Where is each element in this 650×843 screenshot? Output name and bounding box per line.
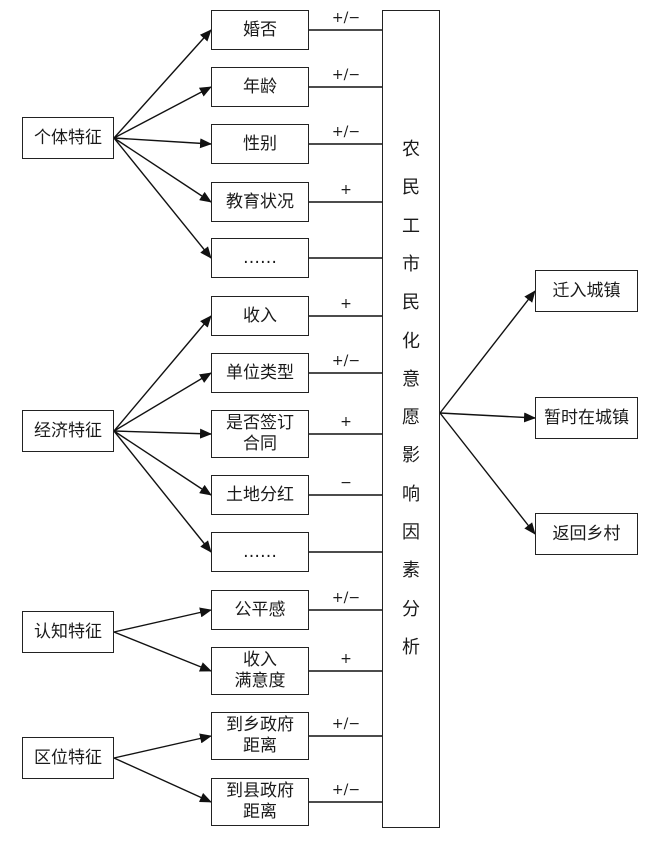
factor-box: 年龄 (211, 67, 309, 107)
factor-box-label: 年龄 (243, 76, 277, 97)
influence-sign: − (340, 475, 352, 491)
influence-sign: +/− (331, 590, 361, 606)
center-label-char: 工 (402, 215, 420, 237)
category-to-factor-arrow (113, 631, 212, 672)
factor-box: 收入 (211, 296, 309, 336)
factor-box: 土地分红 (211, 475, 309, 515)
category-to-factor-arrow (113, 607, 212, 633)
category-box-2: 认知特征 (22, 611, 114, 653)
factor-box-label: …… (243, 247, 277, 268)
center-to-outcome-arrow (439, 412, 536, 535)
center-label-char: 影 (402, 445, 420, 467)
factor-box: 公平感 (211, 590, 309, 630)
influence-sign: +/− (331, 124, 361, 140)
outcome-box-2: 返回乡村 (535, 513, 638, 555)
center-label-char: 素 (402, 560, 420, 582)
outcome-box-0: 迁入城镇 (535, 270, 638, 312)
center-label-char: 析 (402, 636, 420, 658)
influence-sign: + (340, 651, 352, 667)
factor-box-label: 到县政府 距离 (226, 781, 294, 822)
category-box-1-label: 经济特征 (34, 420, 102, 441)
category-to-factor-arrow (113, 137, 212, 259)
factor-box-label: 教育状况 (226, 191, 294, 212)
factor-box-label: 婚否 (243, 19, 277, 40)
factor-box-label: 土地分红 (226, 484, 294, 505)
outcome-box-1: 暂时在城镇 (535, 397, 638, 439)
center-label-char: 响 (402, 483, 420, 505)
center-label-char: 市 (402, 253, 420, 275)
outcome-box-0-label: 迁入城镇 (552, 280, 621, 301)
center-label-char: 农 (402, 139, 420, 160)
factor-box-label: 是否签订 合同 (226, 413, 294, 454)
factor-box-label: 公平感 (234, 599, 286, 620)
category-to-factor-arrow (113, 137, 212, 149)
category-to-factor-arrow (113, 733, 212, 759)
factor-box: 到乡政府 距离 (211, 712, 309, 760)
factor-box: …… (211, 238, 309, 278)
center-analysis-box (382, 10, 440, 828)
category-to-factor-arrow (113, 137, 212, 203)
center-to-outcome-arrow (439, 412, 536, 423)
category-box-1: 经济特征 (22, 410, 114, 452)
factor-box-label: 到乡政府 距离 (226, 715, 294, 756)
category-box-3: 区位特征 (22, 737, 114, 779)
category-to-factor-arrow (113, 315, 212, 432)
center-label-char: 意 (402, 368, 420, 390)
factor-box: 收入 满意度 (211, 647, 309, 695)
category-to-factor-arrow (113, 372, 212, 432)
outcome-box-1-label: 暂时在城镇 (544, 407, 629, 428)
category-to-factor-arrow (113, 430, 212, 496)
category-box-2-label: 认知特征 (34, 621, 102, 642)
outcome-box-2-label: 返回乡村 (552, 523, 621, 544)
category-box-3-label: 区位特征 (34, 747, 102, 768)
category-box-0-label: 个体特征 (34, 127, 102, 148)
factor-box: 到县政府 距离 (211, 778, 309, 826)
factor-box: 教育状况 (211, 182, 309, 222)
center-to-outcome-arrow (439, 290, 536, 414)
center-label-char: 化 (402, 330, 420, 352)
factor-box-label: 收入 (243, 305, 277, 326)
influence-sign: +/− (331, 353, 361, 369)
category-to-factor-arrow (113, 29, 212, 139)
influence-sign: +/− (331, 67, 361, 83)
center-label-char: 愿 (402, 407, 420, 429)
factor-box: 性别 (211, 124, 309, 164)
factor-box-label: 收入 满意度 (234, 650, 286, 691)
factor-box: 婚否 (211, 10, 309, 50)
center-label-char: 分 (402, 598, 420, 620)
factor-box: …… (211, 532, 309, 572)
category-to-factor-arrow (113, 428, 212, 439)
category-to-factor-arrow (113, 757, 212, 803)
center-label-char: 因 (402, 522, 420, 543)
factor-box: 是否签订 合同 (211, 410, 309, 458)
factor-box-label: …… (243, 541, 277, 562)
influence-sign: + (340, 182, 352, 198)
influence-sign: +/− (331, 10, 361, 26)
influence-sign: +/− (331, 716, 361, 732)
center-label-char: 民 (402, 177, 420, 199)
factor-box-label: 单位类型 (226, 362, 294, 383)
factor-box: 单位类型 (211, 353, 309, 393)
category-to-factor-arrow (113, 86, 212, 139)
influence-sign: + (340, 414, 352, 430)
influence-sign: +/− (331, 782, 361, 798)
category-to-factor-arrow (113, 430, 212, 553)
center-label-char: 民 (402, 292, 420, 314)
influence-sign: + (340, 296, 352, 312)
factor-box-label: 性别 (243, 133, 277, 154)
category-box-0: 个体特征 (22, 117, 114, 159)
